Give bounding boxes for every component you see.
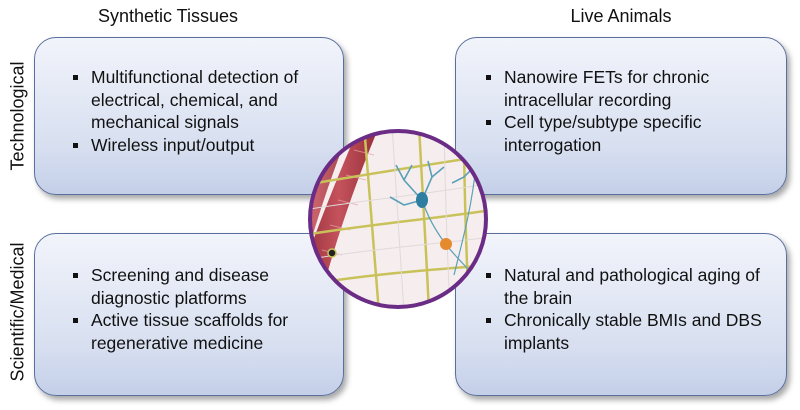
list-item-text: Cell type/subtype specific interrogation: [504, 112, 702, 155]
purple-ring: [308, 129, 488, 309]
bullet-icon: [73, 273, 78, 278]
nanowire-node: [440, 238, 452, 250]
list-item: Cell type/subtype specific interrogation: [484, 111, 774, 156]
quadrant-technological-live: Nanowire FETs for chronic intracellular …: [455, 37, 787, 195]
row-header-scientific-medical: Scientific/Medical: [7, 242, 28, 382]
bullet-list: Nanowire FETs for chronic intracellular …: [484, 66, 774, 156]
list-item-text: Nanowire FETs for chronic intracellular …: [504, 67, 710, 110]
bullet-icon: [486, 75, 491, 80]
bullet-icon: [73, 142, 78, 148]
row-header-technological: Technological: [7, 61, 28, 171]
list-item: Wireless input/output: [71, 134, 341, 157]
list-item: Nanowire FETs for chronic intracellular …: [484, 66, 774, 111]
bullet-list: Natural and pathological aging of the br…: [484, 264, 774, 354]
nanowire-node: [327, 248, 337, 258]
list-item-text: Active tissue scaffolds for regenerative…: [91, 310, 289, 353]
quadrant-scientific-live: Natural and pathological aging of the br…: [455, 233, 787, 396]
list-item: Natural and pathological aging of the br…: [484, 264, 774, 309]
neuron-body: [416, 192, 428, 208]
bullet-icon: [486, 120, 491, 125]
bullet-icon: [73, 318, 78, 323]
bullet-icon: [486, 318, 491, 323]
bullet-icon: [486, 273, 491, 278]
quadrant-technological-synthetic: Multifunctional detection of electrical,…: [34, 37, 344, 195]
quadrant-scientific-synthetic: Screening and disease diagnostic platfor…: [34, 233, 344, 396]
bullet-list: Screening and disease diagnostic platfor…: [71, 264, 341, 354]
bullet-list: Multifunctional detection of electrical,…: [71, 66, 341, 156]
bullet-icon: [73, 75, 78, 80]
list-item-text: Screening and disease diagnostic platfor…: [91, 265, 270, 308]
column-header-synthetic-tissues: Synthetic Tissues: [97, 6, 239, 26]
list-item-text: Multifunctional detection of electrical,…: [91, 67, 299, 132]
list-item: Screening and disease diagnostic platfor…: [71, 264, 341, 309]
tissue-illustration: [308, 129, 488, 309]
list-item-text: Chronically stable BMIs and DBS implants: [504, 310, 762, 353]
muscle-fiber: [310, 131, 356, 300]
column-header-live-animals: Live Animals: [570, 6, 672, 26]
list-item: Active tissue scaffolds for regenerative…: [71, 309, 341, 354]
list-item-text: Natural and pathological aging of the br…: [504, 265, 760, 308]
list-item: Multifunctional detection of electrical,…: [71, 66, 341, 134]
list-item: Chronically stable BMIs and DBS implants: [484, 309, 774, 354]
list-item-text: Wireless input/output: [91, 134, 255, 155]
